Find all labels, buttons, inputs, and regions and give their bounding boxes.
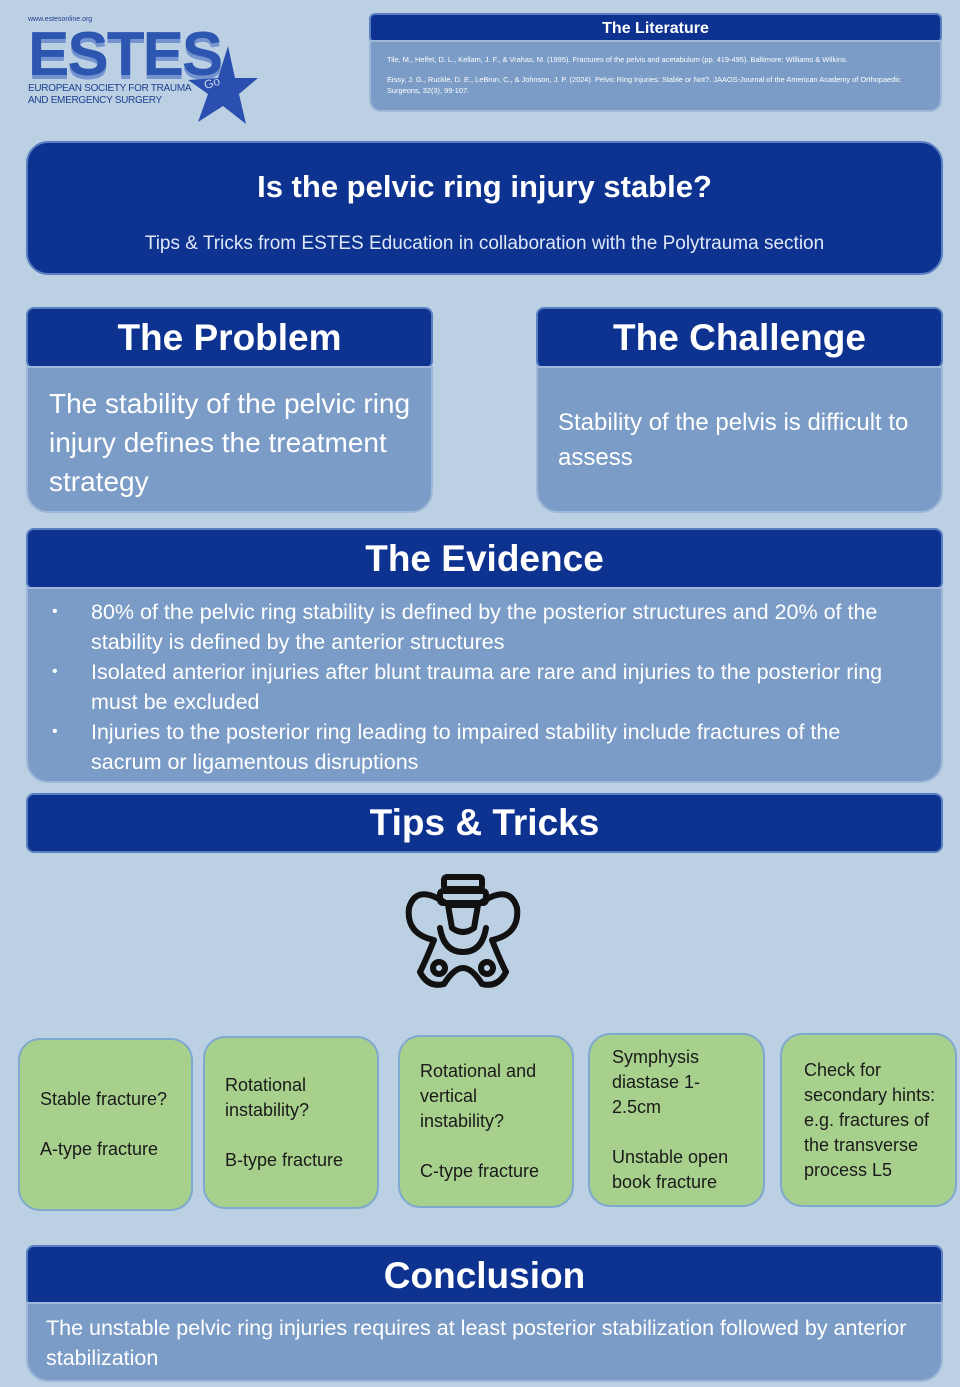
pelvis-icon (405, 874, 521, 988)
conclusion-text: The unstable pelvic ring injuries requir… (26, 1302, 943, 1382)
logo-subtitle-line2: AND EMERGENCY SURGERY (28, 95, 162, 106)
logo-subtitle-line1: EUROPEAN SOCIETY FOR TRAUMA (28, 83, 192, 94)
tip-card: Check for secondary hints: e.g. fracture… (780, 1033, 957, 1207)
tip-card: Rotational instability? B-type fracture (203, 1036, 379, 1209)
conclusion-heading: Conclusion (26, 1245, 943, 1307)
tip-card-question: Rotational and vertical instability? (420, 1061, 537, 1131)
problem-text: The stability of the pelvic ring injury … (26, 366, 433, 513)
evidence-list: • 80% of the pelvic ring stability is de… (26, 587, 943, 783)
tip-card-question: Rotational instability? (225, 1074, 310, 1120)
tip-card-answer: B-type fracture (225, 1149, 344, 1170)
tip-card-answer: A-type fracture (40, 1139, 159, 1159)
tips-heading: Tips & Tricks (26, 793, 943, 853)
literature-references: Tile, M., Helfet, D. L., Kellam, J. F., … (369, 40, 942, 112)
tip-card: Symphysis diastase 1-2.5cm Unstable open… (588, 1033, 765, 1207)
logo-wordmark: ESTES (28, 20, 223, 89)
challenge-heading: The Challenge (536, 307, 943, 369)
tip-card-answer: Unstable open book fracture (612, 1147, 729, 1192)
tip-card-question: Stable fracture? (40, 1089, 168, 1109)
evidence-item-text: 80% of the pelvic ring stability is defi… (91, 600, 878, 654)
problem-heading: The Problem (26, 307, 433, 369)
title-banner: Is the pelvic ring injury stable? Tips &… (26, 141, 943, 275)
tip-card-question: Symphysis diastase 1-2.5cm (612, 1047, 701, 1117)
page-subtitle: Tips & Tricks from ESTES Education in co… (144, 233, 825, 254)
star-icon (188, 46, 258, 124)
bullet: • (52, 603, 58, 620)
evidence-item-text: Injuries to the posterior ring leading t… (91, 720, 841, 774)
tip-card: Stable fracture? A-type fracture (18, 1038, 193, 1211)
evidence-item: • Isolated anterior injuries after blunt… (48, 657, 911, 717)
logo-url[interactable]: www.estesonline.org (28, 16, 93, 23)
evidence-item: • 80% of the pelvic ring stability is de… (48, 597, 911, 657)
challenge-text: Stability of the pelvis is difficult to … (558, 408, 909, 471)
evidence-item-text: Isolated anterior injuries after blunt t… (91, 660, 883, 714)
evidence-item: • Injuries to the posterior ring leading… (48, 717, 911, 777)
tip-card-answer: C-type fracture (420, 1161, 540, 1181)
literature-ref: Eissy, J. G., Ruckle, D. E., LeBrun, C.,… (387, 75, 901, 95)
page-title: Is the pelvic ring injury stable? (257, 169, 712, 204)
literature-heading: The Literature (369, 13, 942, 43)
evidence-heading: The Evidence (26, 528, 943, 590)
tip-card: Rotational and vertical instability? C-t… (398, 1035, 574, 1208)
bullet: • (52, 723, 58, 740)
challenge-panel: Stability of the pelvis is difficult to … (536, 366, 943, 513)
literature-ref: Tile, M., Helfet, D. L., Kellam, J. F., … (387, 55, 848, 64)
tip-card-question: Check for secondary hints: e.g. fracture… (804, 1059, 936, 1180)
bullet: • (52, 663, 58, 680)
